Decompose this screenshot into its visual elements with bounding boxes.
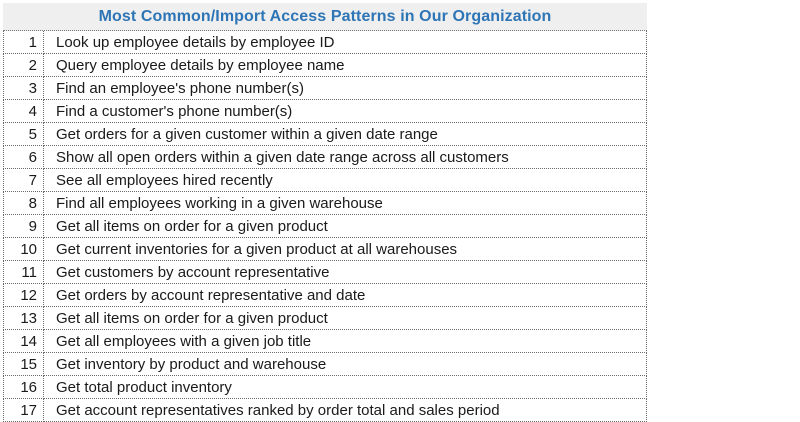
access-pattern-description: Get customers by account representative (43, 260, 647, 284)
row-number: 12 (3, 283, 44, 307)
row-number: 5 (3, 122, 44, 146)
access-pattern-description: Get current inventories for a given prod… (43, 237, 647, 261)
access-pattern-description: Get orders by account representative and… (43, 283, 647, 307)
access-pattern-description: Find a customer's phone number(s) (43, 99, 647, 123)
access-pattern-description: Find all employees working in a given wa… (43, 191, 647, 215)
access-pattern-description: Find an employee's phone number(s) (43, 76, 647, 100)
row-number: 1 (3, 31, 44, 54)
access-pattern-description: Get orders for a given customer within a… (43, 122, 647, 146)
access-patterns-sheet: Most Common/Import Access Patterns in Ou… (3, 3, 647, 422)
access-pattern-description: See all employees hired recently (43, 168, 647, 192)
row-number: 11 (3, 260, 44, 284)
access-pattern-description: Get total product inventory (43, 375, 647, 399)
access-pattern-description: Get account representatives ranked by or… (43, 398, 647, 422)
row-number: 3 (3, 76, 44, 100)
access-pattern-description: Get all employees with a given job title (43, 329, 647, 353)
sheet-title: Most Common/Import Access Patterns in Ou… (98, 7, 552, 25)
row-number: 9 (3, 214, 44, 238)
row-number: 17 (3, 398, 44, 422)
access-pattern-description: Get all items on order for a given produ… (43, 214, 647, 238)
row-number: 7 (3, 168, 44, 192)
access-pattern-description: Show all open orders within a given date… (43, 145, 647, 169)
row-number: 14 (3, 329, 44, 353)
row-number: 4 (3, 99, 44, 123)
access-pattern-description: Get all items on order for a given produ… (43, 306, 647, 330)
title-row: Most Common/Import Access Patterns in Ou… (3, 3, 647, 31)
row-number: 6 (3, 145, 44, 169)
row-number: 8 (3, 191, 44, 215)
access-pattern-description: Look up employee details by employee ID (43, 31, 647, 54)
row-number: 15 (3, 352, 44, 376)
row-number: 16 (3, 375, 44, 399)
access-pattern-description: Query employee details by employee name (43, 53, 647, 77)
access-pattern-description: Get inventory by product and warehouse (43, 352, 647, 376)
row-number: 13 (3, 306, 44, 330)
row-number: 10 (3, 237, 44, 261)
row-number: 2 (3, 53, 44, 77)
